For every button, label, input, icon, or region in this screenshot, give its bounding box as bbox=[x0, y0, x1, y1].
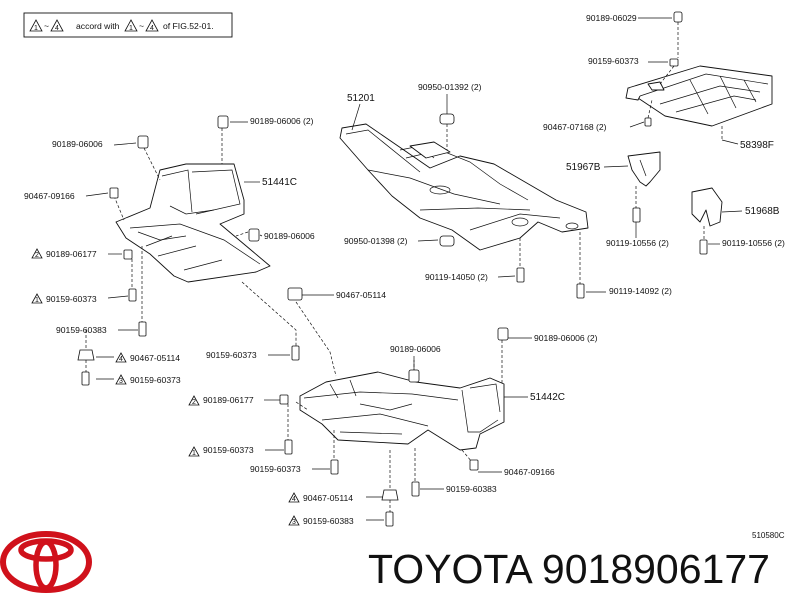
under-cover-51442C bbox=[299, 371, 505, 451]
number-triangle-icon bbox=[188, 446, 200, 457]
under-cover-51441C bbox=[115, 163, 271, 283]
number-triangle-icon bbox=[115, 352, 127, 363]
svg-text:4: 4 bbox=[55, 25, 59, 32]
svg-text:90467-07168 (2): 90467-07168 (2) bbox=[543, 122, 607, 132]
svg-text:90159-60373: 90159-60373 bbox=[46, 294, 97, 304]
note-triangle-icon bbox=[29, 19, 43, 32]
svg-text:90119-14092 (2): 90119-14092 (2) bbox=[609, 286, 672, 296]
svg-text:90119-10556 (2): 90119-10556 (2) bbox=[606, 238, 669, 248]
svg-text:90467-05114: 90467-05114 bbox=[303, 493, 353, 503]
note-triangle-icon bbox=[145, 19, 159, 32]
bushing-icon bbox=[439, 113, 455, 247]
bolt-icon bbox=[632, 207, 708, 255]
svg-text:90159-60373: 90159-60373 bbox=[130, 375, 181, 385]
svg-text:4: 4 bbox=[292, 496, 296, 503]
svg-text:~: ~ bbox=[139, 21, 144, 31]
bolt-icon bbox=[109, 115, 260, 242]
svg-text:90189-06177: 90189-06177 bbox=[46, 249, 97, 259]
svg-text:51441C: 51441C bbox=[262, 177, 297, 188]
svg-text:90159-60373: 90159-60373 bbox=[206, 350, 257, 360]
number-triangle-icon bbox=[31, 248, 43, 259]
reference-note: 1 ~ 4 accord with 1 ~ 4 of FIG.52-01. bbox=[23, 12, 233, 38]
svg-text:90950-01398 (2): 90950-01398 (2) bbox=[344, 236, 408, 246]
svg-text:~: ~ bbox=[44, 21, 49, 31]
bolt-icon bbox=[284, 439, 293, 455]
svg-text:90467-05114: 90467-05114 bbox=[130, 353, 180, 363]
bolt-icon bbox=[128, 288, 137, 302]
svg-text:90159-60383: 90159-60383 bbox=[303, 516, 354, 526]
svg-text:90159-60373: 90159-60373 bbox=[250, 464, 301, 474]
svg-text:4: 4 bbox=[119, 356, 123, 363]
diagram-code: 510580C bbox=[752, 531, 785, 540]
svg-text:2: 2 bbox=[192, 399, 196, 406]
svg-text:90159-60383: 90159-60383 bbox=[56, 325, 107, 335]
number-triangle-icon bbox=[288, 492, 300, 503]
bolt-icon bbox=[81, 371, 90, 386]
nut-icon bbox=[77, 349, 95, 361]
svg-text:51968B: 51968B bbox=[745, 206, 780, 217]
rear-cover-58398F bbox=[625, 65, 773, 127]
bolt-icon bbox=[291, 345, 300, 361]
bolt-icon bbox=[411, 481, 420, 497]
number-triangle-icon bbox=[188, 395, 200, 406]
crossmember-51201 bbox=[339, 123, 589, 251]
note-triangle-icon bbox=[50, 19, 64, 32]
svg-text:1: 1 bbox=[129, 25, 133, 32]
nut-icon bbox=[381, 489, 399, 501]
svg-text:90159-60383: 90159-60383 bbox=[446, 484, 497, 494]
svg-text:3: 3 bbox=[292, 519, 296, 526]
svg-text:51442C: 51442C bbox=[530, 392, 565, 403]
clip-icon bbox=[123, 249, 133, 260]
nut-icon bbox=[287, 287, 303, 301]
svg-text:90189-06006: 90189-06006 bbox=[52, 139, 103, 149]
svg-text:51201: 51201 bbox=[347, 93, 375, 104]
svg-text:90189-06177: 90189-06177 bbox=[203, 395, 254, 405]
svg-text:2: 2 bbox=[35, 252, 39, 259]
bracket-51967B bbox=[627, 151, 661, 187]
svg-text:1: 1 bbox=[35, 297, 39, 304]
svg-text:58398F: 58398F bbox=[740, 140, 774, 151]
number-triangle-icon bbox=[115, 374, 127, 385]
bolt-icon bbox=[385, 511, 394, 527]
part-title: TOYOTA 9018906177 bbox=[368, 546, 770, 592]
svg-text:1: 1 bbox=[192, 450, 196, 457]
svg-text:90467-09166: 90467-09166 bbox=[24, 191, 75, 201]
svg-text:4: 4 bbox=[150, 25, 154, 32]
bolt-icon bbox=[516, 267, 585, 299]
svg-text:90159-60373: 90159-60373 bbox=[203, 445, 254, 455]
svg-text:90119-10556 (2): 90119-10556 (2) bbox=[722, 238, 785, 248]
svg-text:of FIG.52-01.: of FIG.52-01. bbox=[163, 21, 214, 31]
bolt-icon bbox=[138, 321, 147, 337]
svg-text:90950-01392 (2): 90950-01392 (2) bbox=[418, 82, 482, 92]
number-triangle-icon bbox=[31, 293, 43, 304]
svg-text:51967B: 51967B bbox=[566, 162, 601, 173]
svg-text:accord with: accord with bbox=[76, 21, 120, 31]
svg-text:90189-06006 (2): 90189-06006 (2) bbox=[534, 333, 598, 343]
note-triangle-icon bbox=[124, 19, 138, 32]
toyota-logo bbox=[0, 531, 92, 593]
bolt-icon bbox=[469, 459, 479, 471]
bracket-51968B bbox=[691, 187, 723, 227]
svg-text:90189-06006: 90189-06006 bbox=[264, 231, 315, 241]
number-triangle-icon bbox=[288, 515, 300, 526]
svg-text:90467-05114: 90467-05114 bbox=[336, 290, 386, 300]
svg-text:90159-60373: 90159-60373 bbox=[588, 56, 639, 66]
bolt-icon bbox=[330, 459, 339, 475]
svg-text:90189-06029: 90189-06029 bbox=[586, 13, 637, 23]
svg-text:1: 1 bbox=[34, 25, 38, 32]
svg-text:90189-06006: 90189-06006 bbox=[390, 344, 441, 354]
svg-text:90189-06006 (2): 90189-06006 (2) bbox=[250, 116, 314, 126]
svg-text:90119-14050 (2): 90119-14050 (2) bbox=[425, 272, 488, 282]
svg-text:90467-09166: 90467-09166 bbox=[504, 467, 555, 477]
svg-text:3: 3 bbox=[119, 378, 123, 385]
